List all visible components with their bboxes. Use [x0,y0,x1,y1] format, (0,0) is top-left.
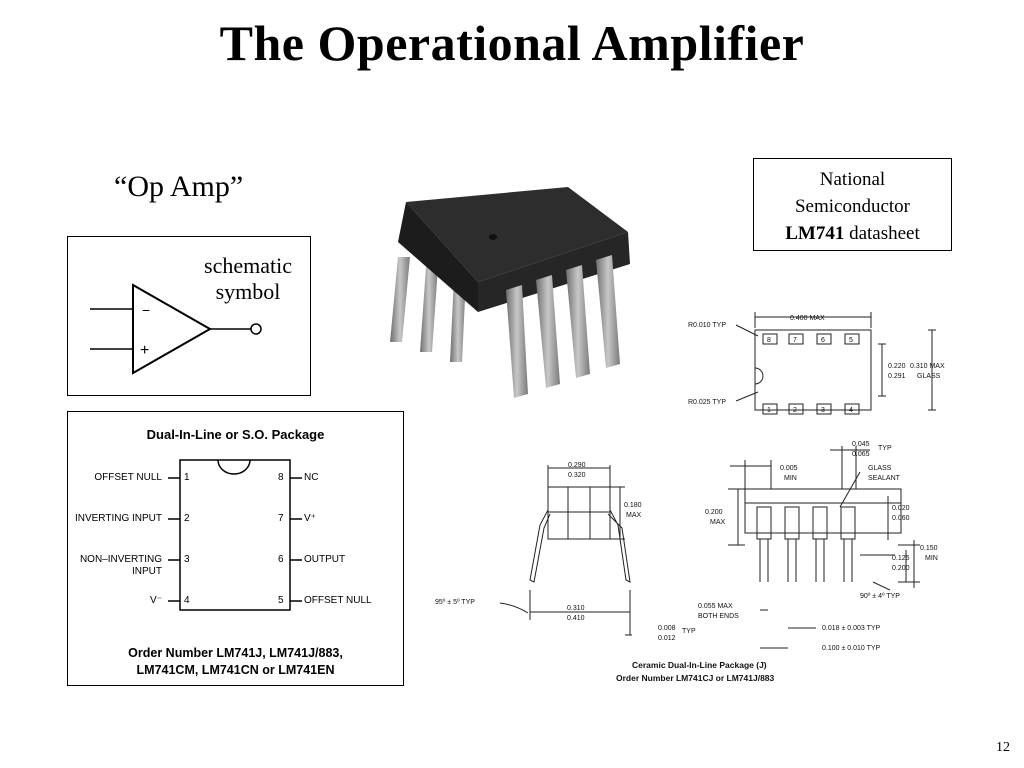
dim-side-p2: MIN [925,555,938,562]
dim-side-r2: 0.060 [892,515,910,522]
pin-label-v-plus: V⁺ [304,513,316,524]
dim-r2: R0.025 TYP [688,399,726,406]
pin-number: 8 [278,472,284,483]
dim-end-t3: TYP [682,628,696,635]
bottom-pin-number: 3 [821,407,825,414]
pin-label-output: OUTPUT [304,554,346,565]
dim-side-q1: 0.125 [892,555,910,562]
mech-caption2: Order Number LM741CJ or LM741J/883 [616,673,775,683]
dim-h1: 0.220 [888,363,906,370]
dim-side-top1: 0.045 [852,441,870,448]
pin-label-v-minus: V⁻ [150,595,162,606]
top-pin-number: 6 [821,337,825,344]
dim-side-m1: 0.005 [780,465,798,472]
dim-side-e1: 0.055 MAX [698,603,733,610]
pin-number: 3 [184,554,190,565]
dip-pinout-box: Dual-In-Line or S.O. Package 1 2 3 4 8 7… [67,411,404,686]
dim-h3: 0.310 MAX [910,363,945,370]
mechanical-drawing: 0.400 MAX R0.010 TYP R0.025 TYP 0.220 0.… [435,312,945,683]
dim-side-g1: GLASS [868,465,892,472]
schematic-label: schematic symbol [188,253,308,305]
pin-number: 1 [184,472,190,483]
mech-caption1: Ceramic Dual-In-Line Package (J) [632,660,767,670]
minus-sign: − [142,302,150,318]
dim-side-q2: 0.200 [892,565,910,572]
bottom-pin-number: 1 [767,407,771,414]
pin-label-inverting-input: INVERTING INPUT [74,513,162,524]
pin-number: 2 [184,513,190,524]
op-amp-label: “Op Amp” [114,170,244,203]
page-number: 12 [996,740,1010,755]
top-pin-number: 8 [767,337,771,344]
dim-end-t2: 0.012 [658,635,676,642]
dim-side-g2: SEALANT [868,475,901,482]
schematic-label-line2: symbol [215,279,281,304]
top-pin-number: 7 [793,337,797,344]
datasheet-reference-box: National Semiconductor LM741 datasheet [753,158,952,251]
dim-side-d1: 0.018 ± 0.003 TYP [822,625,881,632]
dim-h2: 0.291 [888,373,906,380]
pin-label-offset-null-1: OFFSET NULL [94,472,162,483]
dim-h4: GLASS [917,373,941,380]
pin-number: 7 [278,513,284,524]
dim-side-l1: 0.200 [705,509,723,516]
order-line2: LM741CM, LM741CN or LM741EN [136,663,335,677]
dim-end-t1: 0.008 [658,625,676,632]
dim-end-b1: 0.310 [567,605,585,612]
dim-end-h1: 0.180 [624,502,642,509]
pin-number: 6 [278,554,284,565]
dip-chip-photo [390,187,630,398]
dim-side-d2: 0.100 ± 0.010 TYP [822,645,881,652]
ns-line1: National [819,169,886,190]
part-number: LM741 [785,223,845,244]
pin-label-offset-null-5: OFFSET NULL [304,595,372,606]
ns-line2: Semiconductor [794,196,911,217]
pin-number: 5 [278,595,284,606]
dip-pinout-diagram [168,459,302,611]
slide-title: The Operational Amplifier [219,15,805,71]
bottom-pin-number: 4 [849,407,853,414]
top-pin-number: 5 [849,337,853,344]
pin-label-non-inverting: NON–INVERTING [79,554,162,565]
dim-end-w2: 0.320 [568,472,586,479]
dim-end-w1: 0.290 [568,462,586,469]
bottom-pin-number: 2 [793,407,797,414]
dim-side-top3: TYP [878,445,892,452]
schematic-label-line1: schematic [204,253,292,278]
dim-end-b2: 0.410 [567,615,585,622]
dim-end-h2: MAX [626,512,642,519]
dim-side-angle: 90º ± 4º TYP [860,593,900,600]
dim-side-e2: BOTH ENDS [698,613,739,620]
plus-sign: + [140,342,149,359]
dim-width: 0.400 MAX [790,315,825,322]
dim-end-angle: 95º ± 5º TYP [435,599,475,606]
order-line1: Order Number LM741J, LM741J/883, [128,646,343,660]
dim-side-l2: MAX [710,519,726,526]
ns-line3: LM741 datasheet [754,220,951,247]
schematic-symbol-box: − + schematic symbol [67,236,311,396]
dim-side-top2: 0.065 [852,451,870,458]
dim-side-m2: MIN [784,475,797,482]
pin-number: 4 [184,595,190,606]
dim-r1: R0.010 TYP [688,322,726,329]
dim-side-p1: 0.150 [920,545,938,552]
pinout-title: Dual-In-Line or S.O. Package [146,427,325,442]
pin-label-nc: NC [304,472,319,483]
pin-label-non-inverting-input: INPUT [132,566,162,577]
dim-side-r1: 0.020 [892,505,910,512]
order-number-text: Order Number LM741J, LM741J/883, LM741CM… [68,645,403,679]
op-amp-schematic-icon: − + [90,283,262,375]
datasheet-word: datasheet [844,223,920,244]
